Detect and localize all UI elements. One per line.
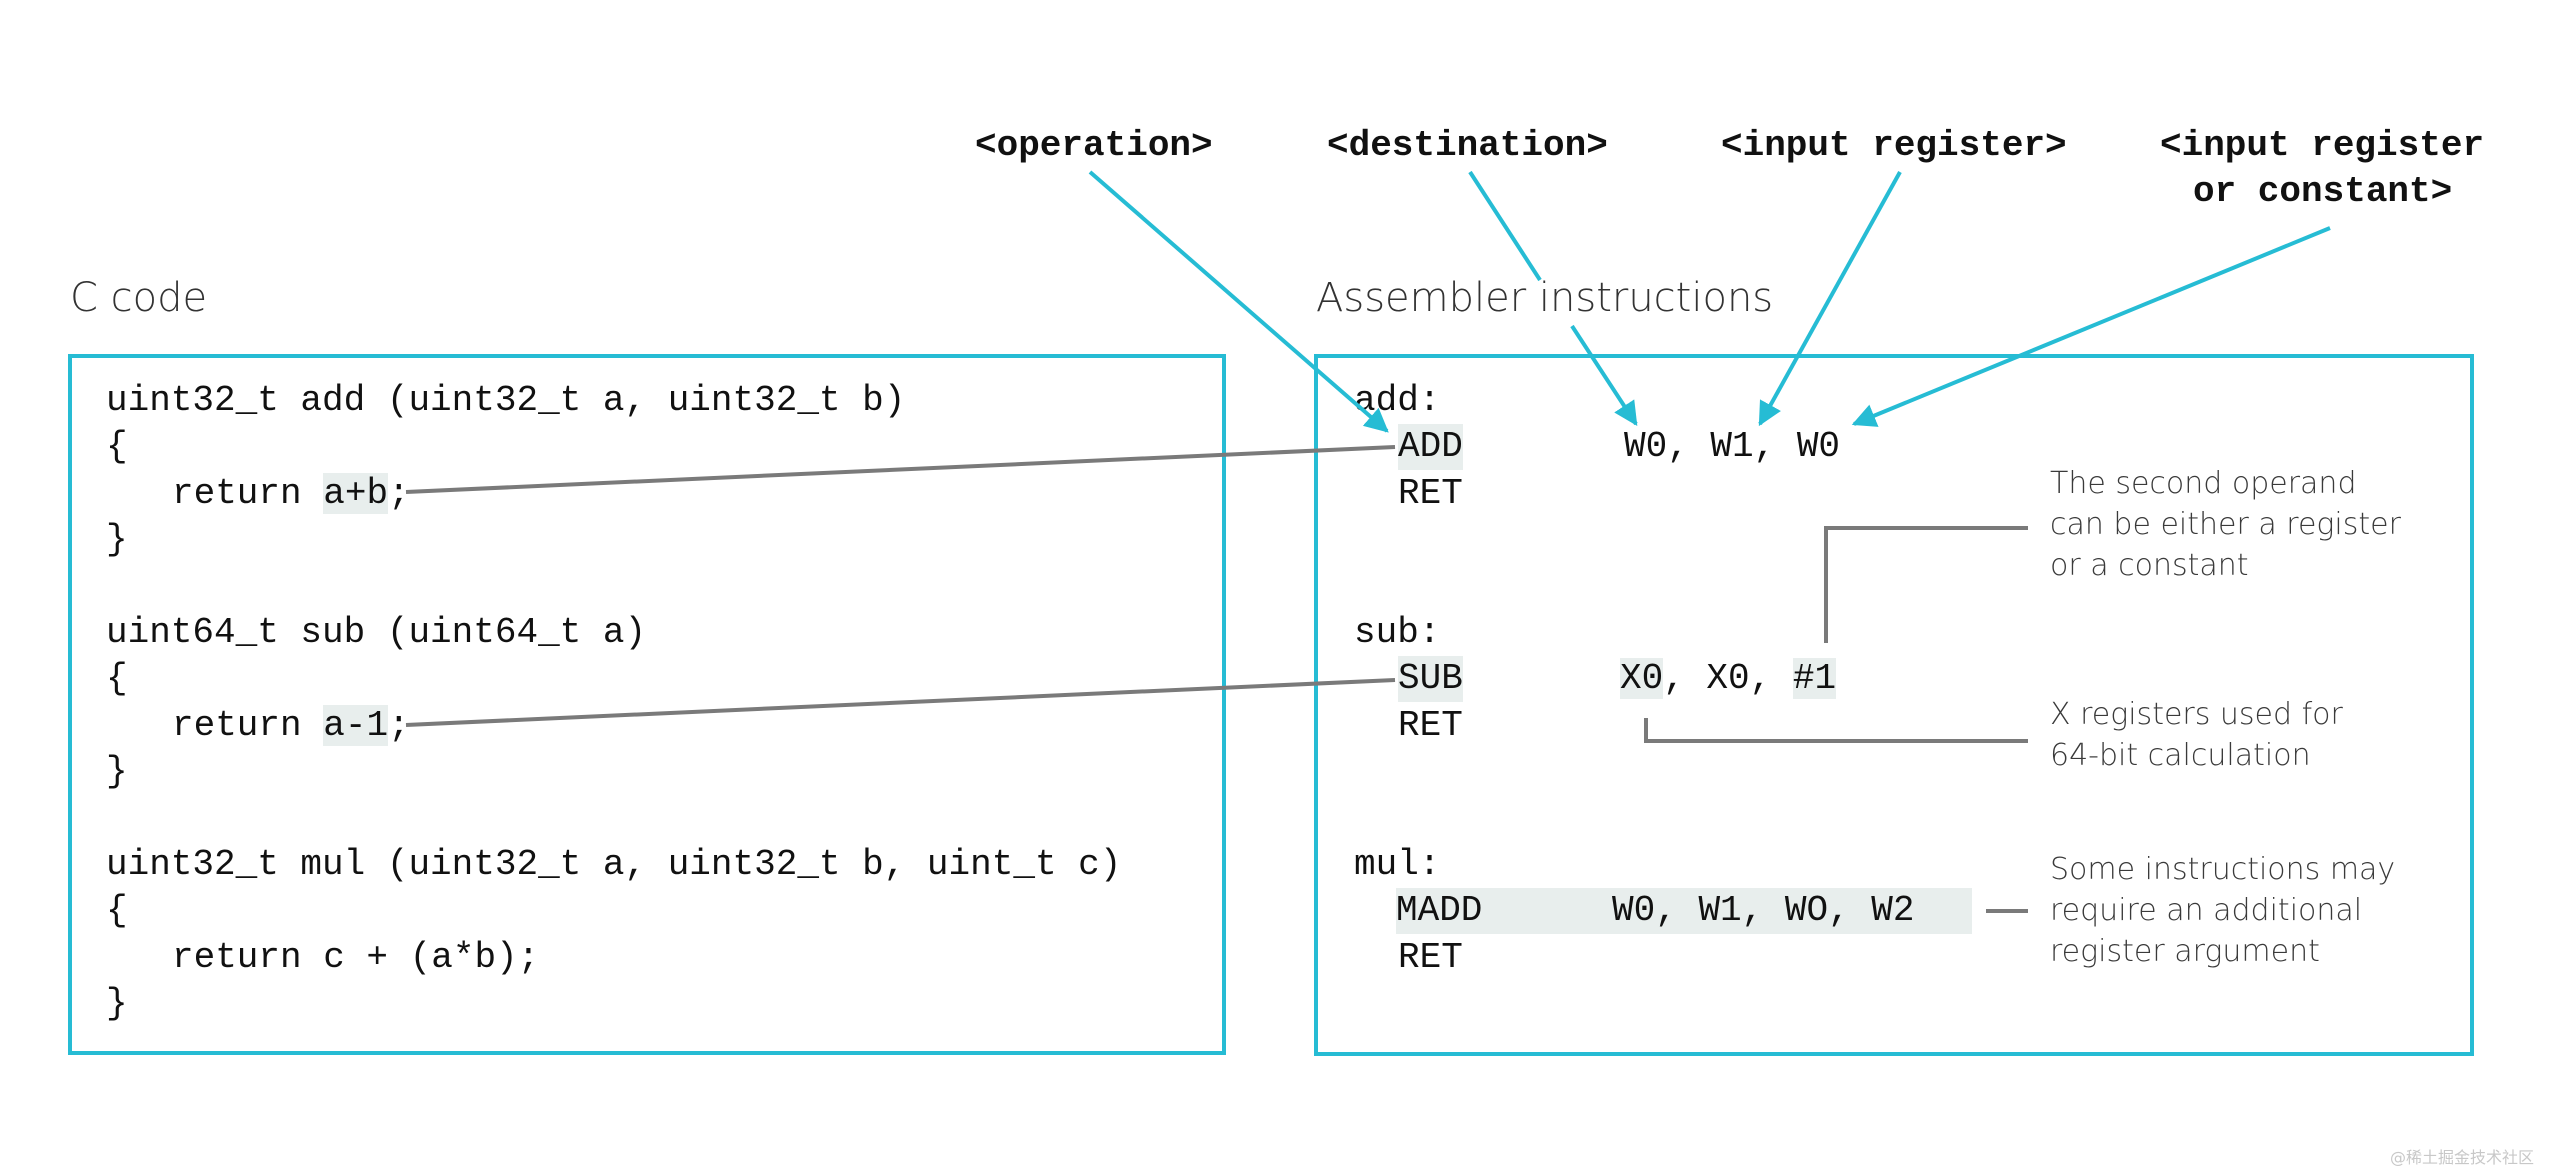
c-sub-open-brace: { [106, 658, 128, 699]
note-madd-line3: register argument [2050, 934, 2320, 969]
c-add-expression: a+b [323, 473, 389, 514]
watermark: @稀土掘金技术社区 [2390, 1148, 2535, 1167]
c-add-open-brace: { [106, 426, 128, 467]
c-sub-close-brace: } [106, 751, 128, 792]
label-destination: <destination> [1327, 125, 1608, 166]
c-sub-semicolon: ; [388, 705, 410, 746]
asm-mul-ret: RET [1398, 937, 1463, 978]
arrow-operation [1088, 170, 1389, 433]
c-add-return-keyword: return [172, 473, 324, 514]
callout-x-registers [1644, 718, 2028, 743]
c-sub-expression: a-1 [323, 705, 389, 746]
note-second-operand: The second operand can be either a regis… [2050, 463, 2401, 586]
note-x-registers-line2: 64-bit calculation [2050, 738, 2311, 773]
arrow-destination-tail [1570, 324, 1638, 427]
c-add-semicolon: ; [388, 473, 410, 514]
c-mul-return: return c + (a*b); [172, 937, 540, 978]
c-code-heading: C code [70, 275, 208, 321]
arrow-input-register-or-constant [1851, 226, 2331, 427]
asm-sub-operands: X0, X0, #1 [1620, 656, 1837, 702]
asm-mul-instruction: MADD W0, W1, WO, W2 [1396, 888, 1972, 934]
asm-add-ret: RET [1398, 473, 1463, 514]
label-input-register-or-constant-line1: <input register [2160, 125, 2485, 166]
asm-mul-label: mul: [1354, 844, 1441, 885]
c-mul-signature: uint32_t mul (uint32_t a, uint32_t b, ui… [106, 844, 1122, 885]
label-operation: <operation> [975, 125, 1213, 166]
note-second-operand-line1: The second operand [2050, 466, 2357, 501]
note-x-registers: X registers used for 64-bit calculation [2050, 694, 2343, 776]
asm-add-operands: W0, W1, W0 [1624, 426, 1841, 467]
c-code-box [68, 354, 1226, 1055]
c-mul-open-brace: { [106, 890, 128, 931]
asm-sub-destination: X0 [1620, 658, 1664, 699]
asm-add-opcode: ADD [1398, 424, 1463, 470]
arrow-input-register [1758, 171, 1902, 427]
note-madd: Some instructions may require an additio… [2050, 849, 2395, 972]
asm-sub-label: sub: [1354, 612, 1441, 653]
label-input-register: <input register> [1721, 125, 2067, 166]
c-add-signature: uint32_t add (uint32_t a, uint32_t b) [106, 380, 906, 421]
connector-sub [405, 678, 1396, 727]
assembler-box [1314, 354, 2474, 1056]
note-x-registers-line1: X registers used for [2050, 697, 2343, 732]
note-second-operand-line2: can be either a register [2050, 507, 2401, 542]
c-sub-return-keyword: return [172, 705, 324, 746]
c-add-return: return a+b; [172, 471, 410, 517]
assembler-heading: Assembler instructions [1316, 275, 1774, 321]
callout-second-operand [1824, 526, 2028, 643]
note-second-operand-line3: or a constant [2050, 548, 2249, 583]
c-sub-return: return a-1; [172, 703, 410, 749]
c-sub-signature: uint64_t sub (uint64_t a) [106, 612, 647, 653]
asm-sub-ret: RET [1398, 705, 1463, 746]
asm-sub-constant: #1 [1792, 658, 1837, 699]
c-mul-close-brace: } [106, 983, 128, 1024]
connector-add [405, 445, 1396, 494]
asm-sub-opcode: SUB [1398, 656, 1463, 702]
note-madd-line1: Some instructions may [2050, 852, 2396, 887]
arrow-destination [1468, 170, 1542, 282]
label-input-register-or-constant-line2: or constant> [2193, 171, 2453, 212]
c-add-close-brace: } [106, 519, 128, 560]
asm-sub-middle: , X0, [1663, 658, 1793, 699]
note-madd-line2: require an additional [2050, 893, 2363, 928]
